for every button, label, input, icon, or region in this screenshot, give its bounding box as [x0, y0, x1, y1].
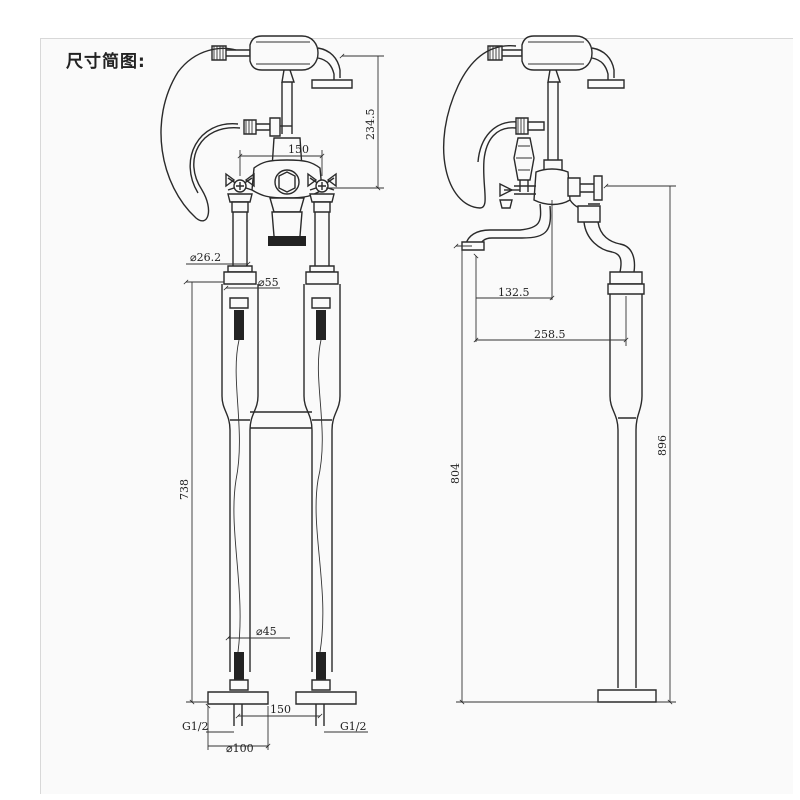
dim-valve-spacing: 150	[288, 143, 309, 156]
dim-inlet-left: G1/2	[182, 720, 209, 733]
dim-spout-reach-short: 132.5	[498, 286, 530, 299]
side-mixer-body	[514, 159, 603, 206]
side-base	[597, 689, 657, 703]
front-handshower	[211, 35, 353, 134]
front-crossbar	[250, 411, 312, 429]
dim-pipe-diameter: ⌀26.2	[190, 251, 221, 264]
page-title: 尺寸简图:	[66, 52, 146, 72]
dim-spout-reach-long: 258.5	[534, 328, 566, 341]
side-view: 132.5 258.5 804 896	[443, 35, 676, 703]
front-right-leg	[303, 284, 341, 691]
side-hose	[443, 45, 517, 209]
front-upper-pipes	[232, 212, 330, 266]
dim-collar-diameter: ⌀55	[258, 276, 279, 289]
front-mixer-body	[251, 137, 323, 246]
dim-lower-pipe-diameter: ⌀45	[256, 625, 277, 638]
dim-base-spacing: 150	[270, 703, 291, 716]
front-right-base	[295, 691, 357, 705]
dim-base-diameter: ⌀100	[226, 742, 254, 755]
front-left-handle	[225, 172, 255, 213]
front-left-base	[207, 691, 269, 705]
front-view: 234.5 150 ⌀26.2 ⌀55 738 ⌀45 150 G1/2	[160, 35, 384, 755]
dim-total-height: 896	[656, 435, 669, 456]
front-left-leg	[221, 284, 259, 691]
front-hose	[160, 47, 241, 222]
side-riser	[569, 199, 645, 688]
dim-spout-height: 804	[449, 463, 462, 484]
front-right-handle	[307, 172, 337, 213]
side-handshower	[487, 35, 625, 160]
dim-handshower-height: 234.5	[364, 109, 377, 141]
dim-inlet-right: G1/2	[340, 720, 367, 733]
dim-front-height: 738	[178, 479, 191, 500]
